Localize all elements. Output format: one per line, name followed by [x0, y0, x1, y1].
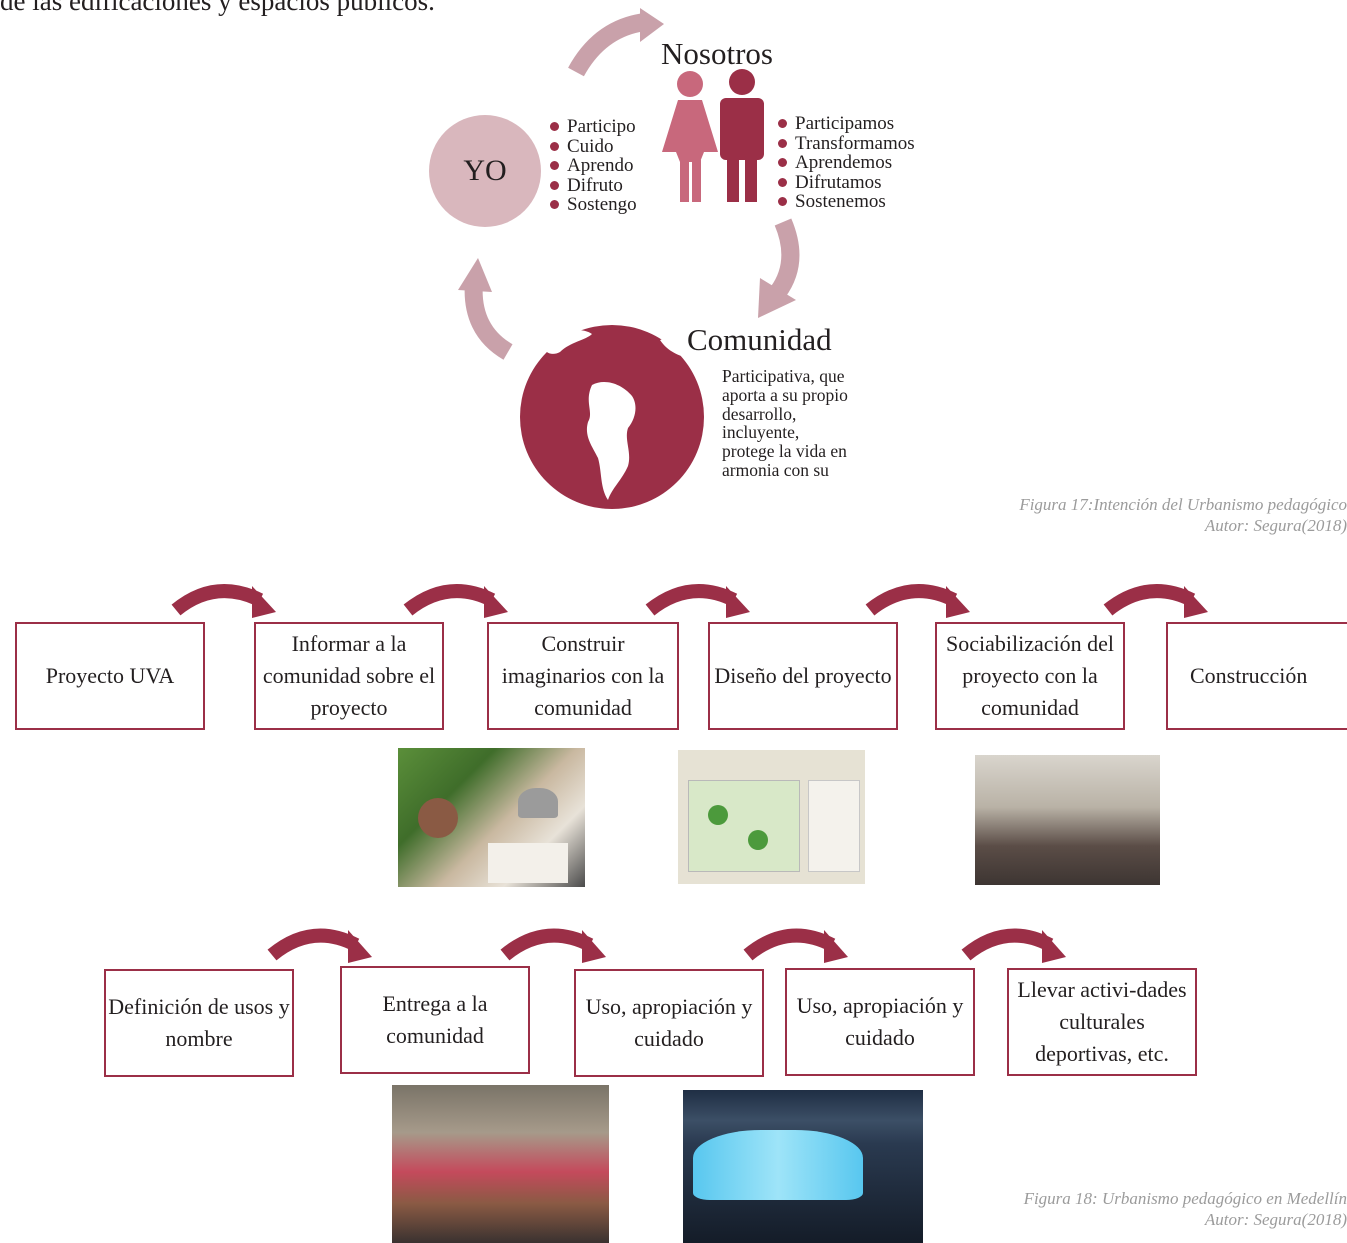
caption-line: Autor: Segura(2018): [1204, 516, 1347, 535]
globe-icon: [520, 325, 704, 509]
step-sociabilizacion: Sociabilización del proyecto con la comu…: [935, 622, 1125, 730]
arrow-icon: [961, 928, 1054, 961]
arrow-to-nosotros-icon: [568, 8, 664, 77]
arrow-icon: [743, 928, 836, 961]
list-item: Participamos: [778, 114, 915, 134]
description-line: protege la vida en: [722, 441, 847, 462]
list-item: Aprendemos: [778, 153, 915, 173]
figure17-caption: Figura 17:Intención del Urbanismo pedagó…: [1019, 494, 1347, 536]
step-definicion-usos: Definición de usos y nombre: [104, 969, 294, 1077]
step-diseno: Diseño del proyecto: [708, 622, 898, 730]
step-uso-apropiacion-1: Uso, apropiación y cuidado: [574, 969, 764, 1077]
arrow-icon: [403, 584, 496, 616]
list-item: Aprendo: [550, 156, 637, 176]
description-line: armonia con su: [722, 459, 829, 480]
arrowhead-icon: [582, 930, 606, 963]
description-line: Participativa, que: [722, 366, 845, 386]
arrowhead-icon: [726, 586, 750, 618]
arrowhead-icon: [1042, 930, 1066, 963]
step-proyecto-uva: Proyecto UVA: [15, 622, 205, 730]
arrowhead-icon: [484, 586, 508, 618]
arrow-icon: [1103, 584, 1196, 616]
arrowhead-icon: [348, 930, 372, 963]
delivery-crowd-photo: [392, 1085, 609, 1243]
comunidad-description: Participativa, que aporta a su propio de…: [722, 367, 892, 480]
man-icon: [720, 69, 764, 202]
caption-line: Figura 18: Urbanismo pedagógico en Medel…: [1023, 1189, 1347, 1208]
nosotros-list: Participamos Transformamos Aprendemos Di…: [778, 114, 915, 212]
arrowhead-icon: [946, 586, 970, 618]
list-item: Sostenemos: [778, 192, 915, 212]
arrow-icon: [865, 584, 958, 616]
step-informar: Informar a la comunidad sobre el proyect…: [254, 622, 444, 730]
arrow-icon: [500, 928, 594, 961]
arrowhead-icon: [252, 586, 276, 618]
caption-line: Autor: Segura(2018): [1204, 1210, 1347, 1229]
arrow-icon: [171, 584, 264, 616]
list-item: Transformamos: [778, 133, 915, 154]
workshop-photo: [398, 748, 585, 887]
woman-icon: [662, 71, 718, 202]
yo-circle: YO: [429, 115, 541, 227]
description-line: desarrollo,: [722, 403, 797, 424]
uva-building-night-photo: [683, 1090, 923, 1243]
yo-list: Participo Cuido Aprendo Difruto Sostengo: [550, 117, 637, 215]
arrowhead-icon: [1184, 586, 1208, 618]
socialization-meeting-photo: [975, 755, 1160, 885]
arrow-icon: [645, 584, 738, 616]
step-llevar-actividades: Llevar activi-dades culturales deportiva…: [1007, 968, 1197, 1076]
imaginaries-drawing-photo: [678, 750, 865, 884]
yo-label: YO: [463, 154, 507, 187]
step-construir-imaginarios: Construir imaginarios con la comunidad: [487, 622, 679, 730]
step-entrega: Entrega a la comunidad: [340, 966, 530, 1074]
step-uso-apropiacion-2: Uso, apropiación y cuidado: [785, 968, 975, 1076]
list-item: Difrutamos: [778, 172, 915, 193]
list-item: Difruto: [550, 175, 637, 196]
arrowhead-icon: [824, 930, 848, 963]
arrow-icon: [267, 928, 360, 961]
list-item: Cuido: [550, 136, 637, 157]
description-line: incluyente,: [722, 422, 800, 443]
comunidad-title: Comunidad: [687, 322, 832, 357]
intro-text: de las edificaciones y espacios públicos…: [0, 0, 435, 16]
arrow-to-comunidad-icon: [758, 218, 800, 318]
caption-line: Figura 17:Intención del Urbanismo pedagó…: [1019, 495, 1347, 514]
list-item: Sostengo: [550, 195, 637, 215]
nosotros-title: Nosotros: [661, 36, 773, 71]
description-line: aporta a su propio: [722, 384, 848, 405]
figure18-caption: Figura 18: Urbanismo pedagógico en Medel…: [1024, 1188, 1347, 1230]
arrow-to-yo-icon: [458, 258, 513, 360]
list-item: Participo: [550, 117, 637, 137]
step-construccion: Construcción: [1166, 622, 1347, 730]
